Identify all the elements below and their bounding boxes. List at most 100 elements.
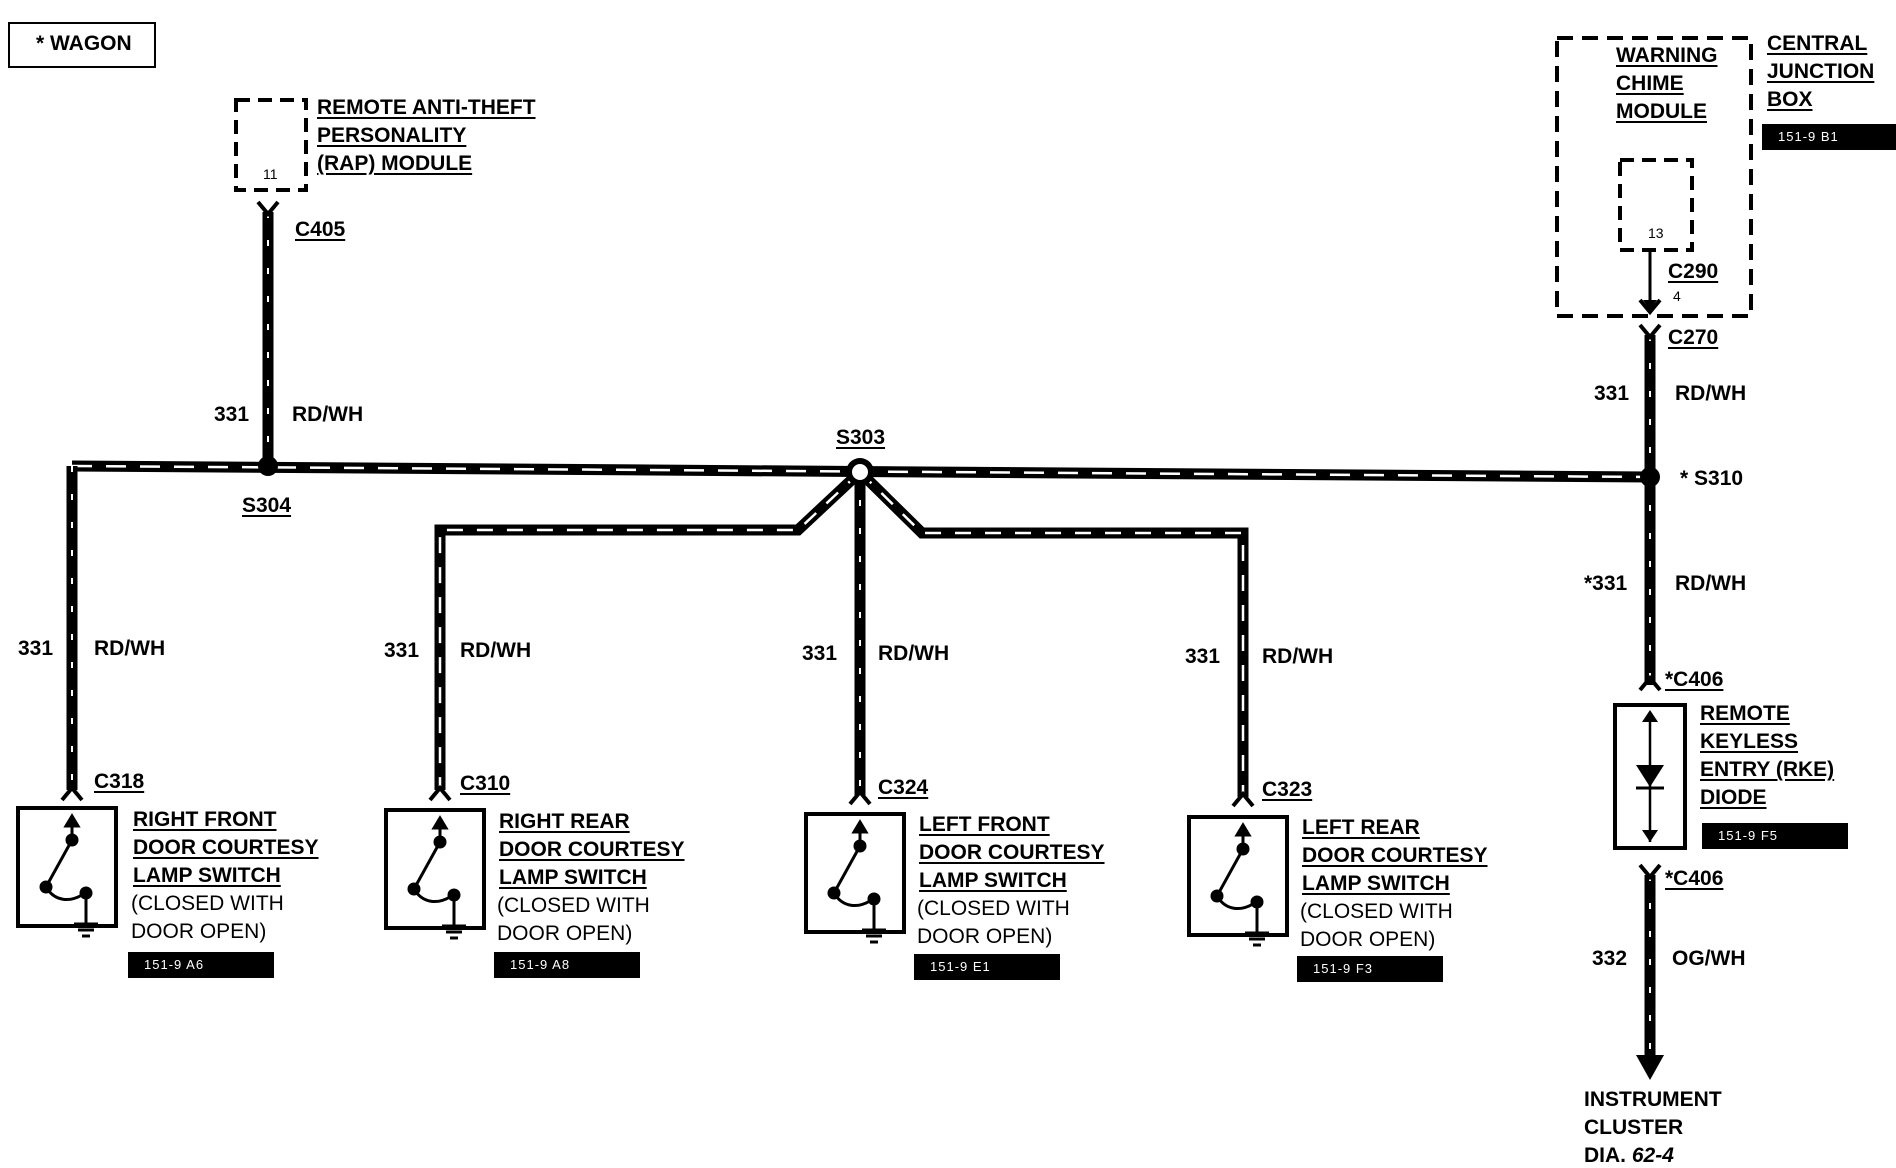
rke-diode-title-2: KEYLESS [1700,730,1799,753]
switch-rf-title-3: LAMP SWITCH [133,864,281,887]
wire-lr-color: RD/WH [1262,645,1334,668]
rke-diode-title-4: DIODE [1700,786,1767,809]
wire-rf-circuit: 331 [18,637,54,660]
cjb-outline [1555,36,1753,318]
wire-cjb-color: RD/WH [1675,382,1747,405]
switch-rr-title-1: RIGHT REAR [499,810,630,833]
connector-c310-icon [428,784,452,802]
wire-rap-circuit: 331 [214,403,250,426]
wire-lf-circuit: 331 [802,642,838,665]
legend-box: * WAGON [8,22,156,68]
switch-lr-title-3: LAMP SWITCH [1302,872,1450,895]
switch-lr-title-1: LEFT REAR [1302,816,1420,839]
connector-c406-out-label: *C406 [1665,867,1724,890]
splice-s304-label: S304 [242,494,292,517]
connector-c324-icon [848,788,872,806]
wire-cluster-circuit: 332 [1592,947,1628,970]
legend-text: * WAGON [36,32,132,55]
connector-c323-icon [1231,790,1255,808]
chime-module-title-1: WARNING [1616,44,1718,67]
switch-rr-ref-badge: 151-9 A8 [494,952,640,978]
connector-c324-label: C324 [878,776,929,799]
chime-module-title-2: CHIME [1616,72,1684,95]
switch-lr-note-2: DOOR OPEN) [1300,928,1436,951]
wire-cluster-color: OG/WH [1672,947,1746,970]
wire-rke-color: RD/WH [1675,572,1747,595]
chime-inner-outline [1618,158,1694,252]
wire-cluster-feed [1636,875,1664,1080]
switch-lr-ref-badge: 151-9 F3 [1297,956,1443,982]
connector-c310-label: C310 [460,772,511,795]
connector-c318-label: C318 [94,770,145,793]
wire-lf-color: RD/WH [878,642,950,665]
rap-module-pin: 11 [263,166,278,182]
switch-lr-note-1: (CLOSED WITH [1300,900,1453,923]
splice-s304-icon [258,456,278,476]
switch-rf-ref-badge: 151-9 A6 [128,952,274,978]
wire-lr-drop [856,468,1249,797]
chime-module-title-3: MODULE [1616,100,1707,123]
connector-c290-pin: 4 [1673,288,1681,304]
wire-rke-circuit: *331 [1584,572,1628,595]
switch-rf-note-2: DOOR OPEN) [131,920,267,943]
connector-c290-icon [1638,298,1662,316]
switch-rf-title-1: RIGHT FRONT [133,808,277,831]
rap-module-outline [234,98,308,192]
instrument-cluster-title-1: INSTRUMENT [1584,1088,1722,1111]
connector-symbols [60,200,1662,881]
splice-s310-label: * S310 [1680,467,1744,490]
rke-diode-ref-badge: 151-9 F5 [1702,823,1848,849]
wire-rr-color: RD/WH [460,639,532,662]
switch-rf-title-2: DOOR COURTESY [133,836,319,859]
dia-label: DIA. [1584,1144,1626,1167]
switch-lf-note-2: DOOR OPEN) [917,925,1053,948]
chime-module-pin: 13 [1648,225,1664,241]
switch-lf-icon [804,812,906,944]
wire-cjb-circuit: 331 [1594,382,1630,405]
instrument-cluster-dia: DIA. 62-4 [1584,1142,1674,1168]
cjb-ref-badge: 151-9 B1 [1762,124,1896,150]
switch-rr-icon [384,808,486,940]
rap-module-title-1: REMOTE ANTI-THEFT [317,96,536,119]
switch-lf-note-1: (CLOSED WITH [917,897,1070,920]
diode-icon [1636,765,1664,787]
switch-rf-note-1: (CLOSED WITH [131,892,284,915]
switch-lr-title-2: DOOR COURTESY [1302,844,1488,867]
rap-module-title-3: (RAP) MODULE [317,152,473,175]
wire-rr-circuit: 331 [384,639,420,662]
connector-c290-label: C290 [1668,260,1719,283]
arrow-down-icon [1636,1055,1664,1080]
dia-value: 62-4 [1631,1144,1674,1167]
instrument-cluster-title-2: CLUSTER [1584,1116,1684,1139]
wire-rap-color: RD/WH [292,403,364,426]
switch-lf-ref-badge: 151-9 E1 [914,954,1060,980]
rke-diode-symbol [1613,703,1687,850]
connector-c270-icon [1638,323,1662,341]
switch-rr-note-1: (CLOSED WITH [497,894,650,917]
switch-lf-title-2: DOOR COURTESY [919,841,1105,864]
splice-s303-label: S303 [836,426,886,449]
rap-module-title-2: PERSONALITY [317,124,467,147]
connector-c406-in-label: *C406 [1665,668,1724,691]
connector-c323-label: C323 [1262,778,1313,801]
rke-diode-title-3: ENTRY (RKE) [1700,758,1835,781]
cjb-title-2: JUNCTION [1767,60,1875,83]
switch-rr-title-2: DOOR COURTESY [499,838,685,861]
switch-lf-title-3: LAMP SWITCH [919,869,1067,892]
rke-diode-title-1: REMOTE [1700,702,1790,725]
cjb-title-3: BOX [1767,88,1813,111]
switch-rf-icon [16,806,118,938]
connector-c406-in-icon [1638,674,1662,692]
switch-rr-title-3: LAMP SWITCH [499,866,647,889]
wire-rr-drop [434,467,864,790]
connector-c406-out-icon [1638,863,1662,881]
switch-lf-title-1: LEFT FRONT [919,813,1050,836]
connector-c318-icon [60,784,84,802]
switch-lr-icon [1187,815,1289,947]
switch-rr-note-2: DOOR OPEN) [497,922,633,945]
connector-c405-icon [256,200,280,218]
wire-lr-circuit: 331 [1185,645,1221,668]
splice-s310-icon [1640,467,1660,487]
